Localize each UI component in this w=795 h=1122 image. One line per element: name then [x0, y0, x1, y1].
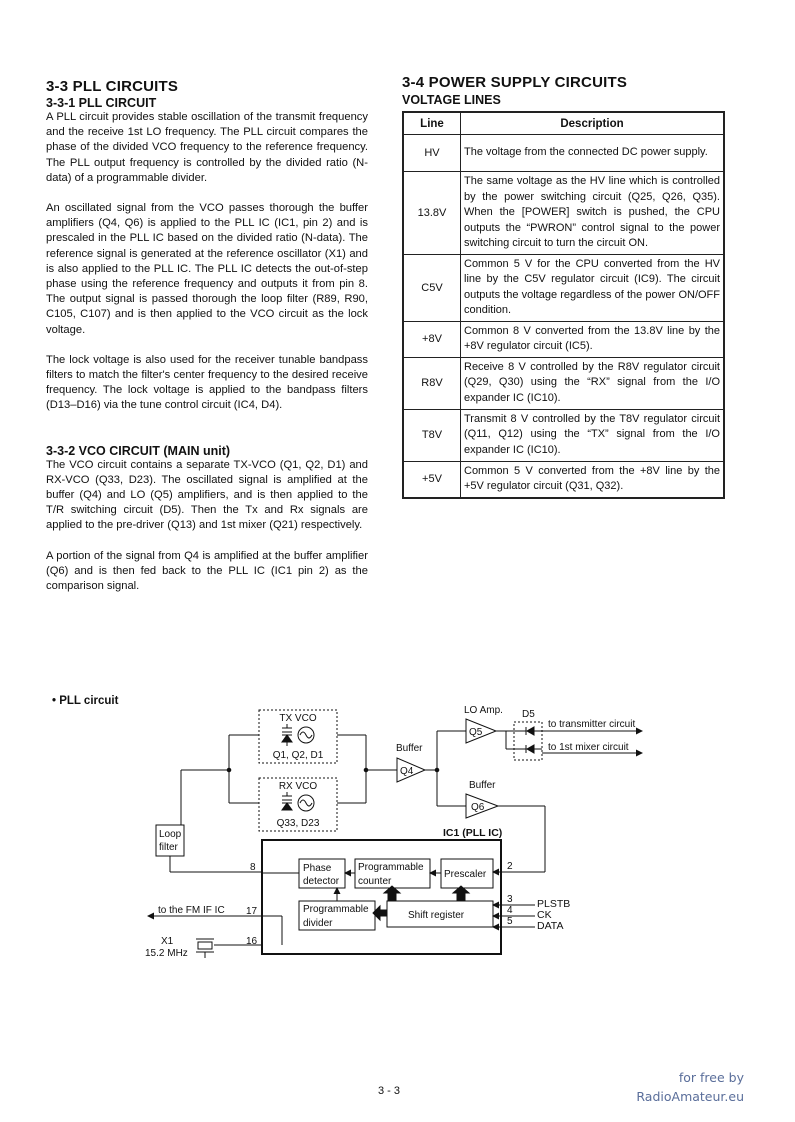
pin-4: 4	[507, 905, 513, 916]
plstb-label: PLSTB	[537, 898, 570, 910]
q6-label: Q6	[471, 802, 485, 813]
paragraph: A PLL circuit provides stable oscillatio…	[46, 111, 368, 184]
line-cell: +8V	[402, 320, 461, 358]
description-cell: Common 8 V converted from the 13.8V line…	[460, 320, 725, 358]
varactor-icon	[281, 792, 293, 811]
line-cell: C5V	[402, 253, 461, 322]
pin-5: 5	[507, 916, 513, 927]
to-fm-if-label: to the FM IF IC	[158, 905, 225, 916]
description-cell: Common 5 V converted from the +8V line b…	[460, 460, 725, 498]
line-cell: HV	[402, 134, 461, 172]
diode-icon	[514, 726, 542, 736]
q4-amplifier	[396, 757, 427, 783]
ic1-box	[261, 839, 502, 955]
shift-label: Shift register	[408, 910, 465, 921]
pin-16: 16	[246, 936, 258, 947]
filter-label: filter	[159, 842, 179, 853]
paragraph: The lock voltage is also used for the re…	[46, 353, 368, 412]
table-title: VOLTAGE LINES	[402, 93, 501, 107]
phase-label-1: Phase	[303, 863, 332, 874]
paragraph: An oscillated signal from the VCO passes…	[46, 202, 368, 336]
oscillator-icon	[297, 726, 315, 744]
watermark-line-1: for free by	[678, 1070, 744, 1085]
diagram-caption: • PLL circuit	[52, 695, 119, 707]
q4-label: Q4	[400, 766, 414, 777]
voltage-lines-table: Line Description HV The voltage from the…	[402, 111, 725, 499]
line-cell: T8V	[402, 408, 461, 462]
table-row: T8V Transmit 8 V controlled by the T8V r…	[402, 408, 725, 462]
watermark: for free by RadioAmateur.eu	[636, 1068, 744, 1106]
table-row: C5V Common 5 V for the CPU converted fro…	[402, 253, 725, 322]
line-cell: R8V	[402, 356, 461, 410]
buffer2-label: Buffer	[469, 780, 496, 791]
phase-label-2: detector	[303, 876, 340, 887]
pin-17: 17	[246, 906, 258, 917]
section-title-pll: 3-3 PLL CIRCUITS	[46, 78, 179, 95]
column-header-line: Line	[402, 111, 461, 135]
table-row: +5V Common 5 V converted from the +8V li…	[402, 460, 725, 498]
prescaler-label: Prescaler	[444, 869, 487, 880]
table-header-row: Line Description	[402, 111, 725, 135]
paragraph: The VCO circuit contains a separate TX-V…	[46, 458, 368, 532]
line-cell: 13.8V	[402, 171, 461, 255]
pd-label-1: Programmable	[303, 904, 369, 915]
right-column: 3-4 POWER SUPPLY CIRCUITS VOLTAGE LINES …	[402, 74, 726, 499]
column-header-description: Description	[460, 111, 725, 135]
table-row: HV The voltage from the connected DC pow…	[402, 134, 725, 172]
d5-label: D5	[522, 709, 535, 720]
description-cell: Transmit 8 V controlled by the T8V regul…	[460, 408, 725, 462]
loop-label: Loop	[159, 829, 182, 840]
tx-vco-box	[258, 709, 338, 764]
subsection-title-vco: 3-3-2 VCO CIRCUIT (MAIN unit)	[46, 443, 231, 458]
crystal-icon	[196, 938, 262, 958]
pin-3: 3	[507, 894, 513, 905]
table-row: +8V Common 8 V converted from the 13.8V …	[402, 320, 725, 358]
q5-label: Q5	[469, 727, 483, 738]
x1-label: X1	[161, 936, 174, 947]
varactor-icon	[281, 724, 293, 746]
data-label: DATA	[537, 920, 563, 932]
rx-vco-label: RX VCO	[279, 781, 318, 792]
ic1-label: IC1 (PLL IC)	[443, 827, 502, 839]
bus-arrow-icon	[382, 885, 402, 902]
rx-vco-box	[258, 777, 338, 832]
page-number: 3 - 3	[378, 1085, 401, 1097]
pd-label-2: divider	[303, 918, 333, 929]
section-title-power: 3-4 POWER SUPPLY CIRCUITS	[402, 74, 628, 91]
subsection-title-pll: 3-3-1 PLL CIRCUIT	[46, 96, 157, 110]
description-cell: The same voltage as the HV line which is…	[460, 171, 725, 255]
description-cell: Common 5 V for the CPU converted from th…	[460, 253, 725, 322]
bus-arrow-icon	[451, 885, 471, 902]
watermark-line-2: RadioAmateur.eu	[636, 1089, 744, 1104]
left-column: 3-3 PLL CIRCUITS 3-3-1 PLL CIRCUIT A PLL…	[46, 78, 368, 594]
pin-2: 2	[507, 861, 513, 872]
buffer1-label: Buffer	[396, 743, 423, 754]
bus-arrow-icon	[372, 904, 388, 922]
x1-freq: 15.2 MHz	[145, 948, 188, 959]
oscillator-icon	[297, 794, 315, 812]
line-cell: +5V	[402, 460, 461, 498]
pll-circuit-diagram: • PLL circuit TX VCO Q1, Q2, D1 RX VCO Q…	[52, 695, 643, 959]
pc-label-2: counter	[358, 876, 392, 887]
pc-label-1: Programmable	[358, 862, 424, 873]
tx-vco-parts: Q1, Q2, D1	[273, 750, 324, 761]
description-cell: Receive 8 V controlled by the R8V regula…	[460, 356, 725, 410]
pin-8: 8	[250, 862, 256, 873]
rx-vco-parts: Q33, D23	[277, 818, 320, 829]
diode-icon	[514, 744, 542, 754]
d5-box	[513, 721, 543, 761]
table-row: 13.8V The same voltage as the HV line wh…	[402, 171, 725, 255]
q5-amplifier	[465, 718, 498, 744]
tx-vco-label: TX VCO	[279, 713, 316, 724]
to-transmitter-label: to transmitter circuit	[548, 719, 635, 730]
lo-amp-label: LO Amp.	[464, 705, 503, 716]
description-cell: The voltage from the connected DC power …	[460, 134, 725, 172]
to-mixer-label: to 1st mixer circuit	[548, 742, 629, 753]
q6-amplifier	[465, 793, 500, 819]
paragraph: A portion of the signal from Q4 is ampli…	[46, 549, 368, 593]
ck-label: CK	[537, 909, 552, 921]
table-row: R8V Receive 8 V controlled by the R8V re…	[402, 356, 725, 410]
